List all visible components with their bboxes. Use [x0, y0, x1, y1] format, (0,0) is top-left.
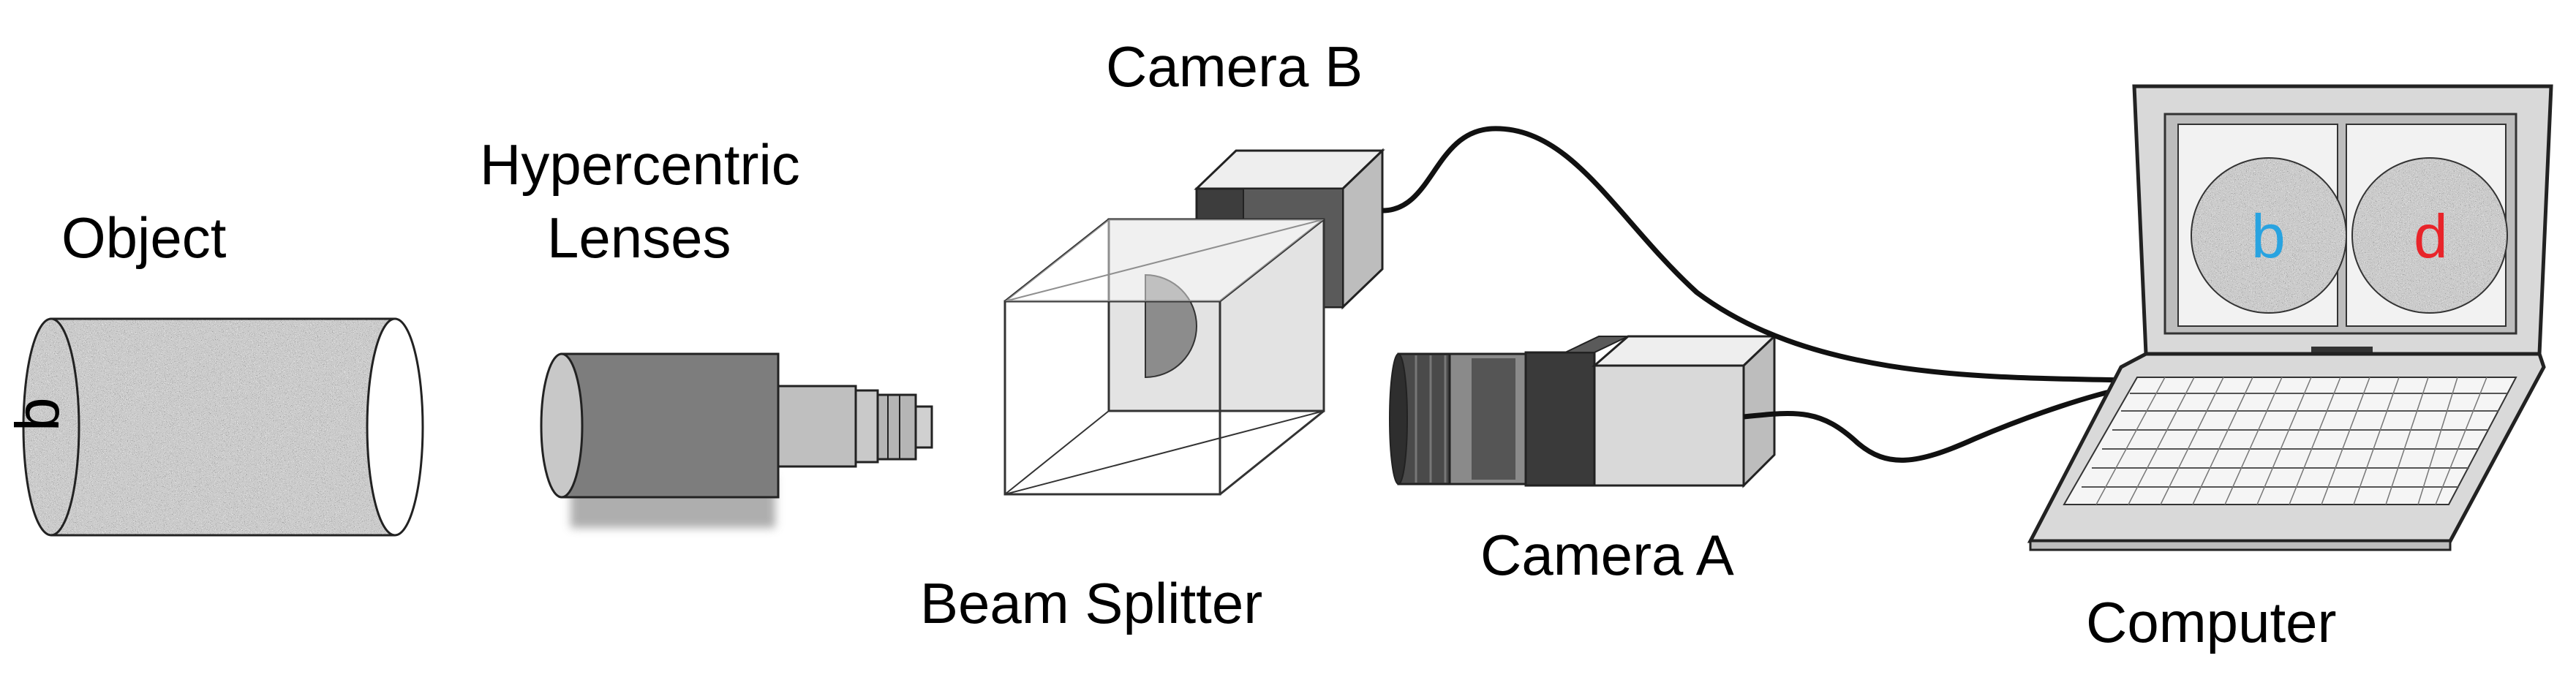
camera-a	[1389, 333, 1777, 488]
hypercentric-lens	[540, 352, 933, 528]
cable-camera-b	[1382, 126, 2129, 383]
beam-splitter-cube	[1003, 218, 1325, 496]
object-label: Object	[61, 205, 227, 270]
screen-left-letter: b	[2251, 202, 2286, 271]
lenses-label-line2: Lenses	[547, 205, 731, 270]
computer-laptop: b d	[2027, 84, 2553, 551]
object-letter: b	[3, 397, 72, 431]
computer-label: Computer	[2086, 590, 2336, 654]
lenses-label-line1: Hypercentric	[480, 132, 800, 197]
camera-a-label: Camera A	[1480, 523, 1734, 587]
cable-camera-a	[1743, 385, 2129, 463]
object-cylinder: b	[3, 317, 424, 537]
beam-splitter-label: Beam Splitter	[920, 571, 1262, 635]
screen-right-letter: d	[2414, 202, 2448, 271]
camera-b-label: Camera B	[1106, 34, 1363, 99]
